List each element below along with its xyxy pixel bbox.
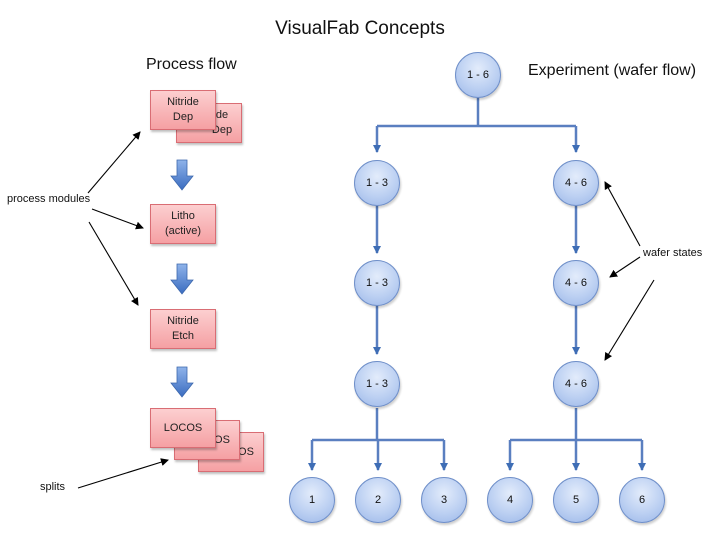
- module-label-line1: Nitride: [167, 315, 199, 327]
- module-label-line2: (active): [164, 225, 202, 237]
- pm-arrow-to-litho: [91, 208, 144, 230]
- wafer-node-root[interactable]: 1 - 6: [455, 52, 501, 98]
- module-label-line2: Dep: [172, 111, 194, 123]
- tree-connectors: [308, 98, 646, 471]
- ws-arrow-to-right3: [604, 279, 655, 361]
- module-label-line1: LOCOS: [163, 421, 203, 434]
- splits-arrow: [77, 458, 169, 489]
- module-litho[interactable]: Litho (active): [150, 204, 216, 244]
- stack-fragment-text: Dep: [211, 124, 233, 136]
- annotation-arrows: [77, 131, 655, 489]
- flow-arrow-3: [170, 366, 194, 398]
- stack-fragment-text: OS: [214, 433, 230, 446]
- wafer-node-left-1[interactable]: 1 - 3: [354, 160, 400, 206]
- wafer-node-leaf-4[interactable]: 4: [487, 477, 533, 523]
- wafer-node-leaf-5[interactable]: 5: [553, 477, 599, 523]
- process-flow-arrows: [170, 159, 194, 398]
- wafer-node-leaf-1[interactable]: 1: [289, 477, 335, 523]
- stack-fragment-text: OS: [238, 445, 254, 458]
- flow-arrow-2: [170, 263, 194, 295]
- module-label-line1: Litho: [171, 210, 195, 222]
- wafer-node-leaf-6[interactable]: 6: [619, 477, 665, 523]
- wafer-states-label: wafer states: [643, 247, 703, 259]
- wafer-node-left-2[interactable]: 1 - 3: [354, 260, 400, 306]
- module-label-line2: Etch: [171, 330, 194, 342]
- stack-fragment-text: de: [215, 109, 229, 121]
- ws-arrow-to-right2: [609, 256, 641, 278]
- diagram-title: VisualFab Concepts: [275, 18, 445, 39]
- wafer-node-right-3[interactable]: 4 - 6: [553, 361, 599, 407]
- ws-arrow-to-right1: [604, 181, 641, 247]
- wafer-node-left-3[interactable]: 1 - 3: [354, 361, 400, 407]
- process-flow-title: Process flow: [146, 56, 237, 73]
- pm-arrow-to-dep: [87, 131, 141, 194]
- splits-label: splits: [40, 481, 66, 493]
- module-label-line1: Nitride: [167, 96, 199, 108]
- wafer-node-right-1[interactable]: 4 - 6: [553, 160, 599, 206]
- wafer-node-right-2[interactable]: 4 - 6: [553, 260, 599, 306]
- module-locos[interactable]: LOCOS: [150, 408, 216, 448]
- flow-arrow-1: [170, 159, 194, 191]
- process-modules-label: process modules: [7, 193, 91, 205]
- wafer-node-leaf-3[interactable]: 3: [421, 477, 467, 523]
- pm-arrow-to-etch: [88, 221, 139, 306]
- experiment-title: Experiment (wafer flow): [528, 62, 697, 79]
- wafer-node-leaf-2[interactable]: 2: [355, 477, 401, 523]
